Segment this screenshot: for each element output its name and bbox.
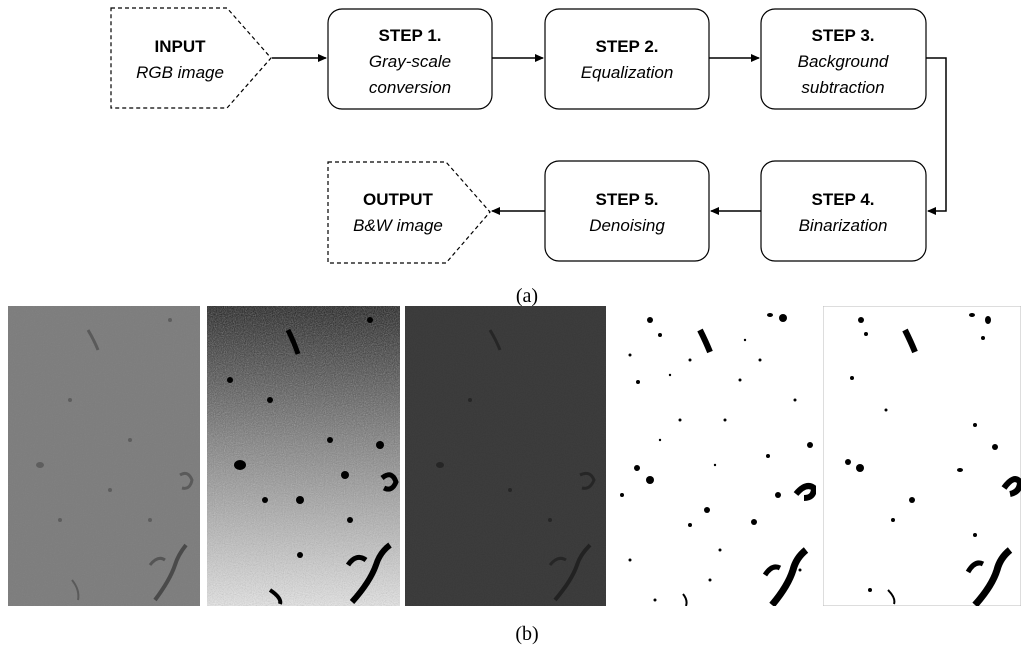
output-subtitle: B&W image — [353, 216, 443, 235]
step1-node: STEP 1. Gray-scale conversion — [327, 8, 493, 110]
image-panels: (b) — [8, 306, 1021, 645]
step3-node: STEP 3. Background subtraction — [760, 8, 927, 110]
step2-title: STEP 2. — [596, 37, 659, 56]
step3-line2: subtraction — [801, 78, 884, 97]
panel-background-subtracted-image — [405, 306, 606, 606]
step5-title: STEP 5. — [596, 190, 659, 209]
output-title: OUTPUT — [363, 190, 434, 209]
caption-b: (b) — [515, 623, 538, 645]
step2-line1: Equalization — [581, 63, 674, 82]
caption-a: (a) — [516, 285, 538, 307]
step1-title: STEP 1. — [379, 26, 442, 45]
flowchart: INPUT RGB image STEP 1. Gray-scale conve… — [110, 7, 947, 307]
output-node: OUTPUT B&W image — [327, 161, 491, 264]
panel-denoised-image — [823, 306, 1021, 606]
step5-line1: Denoising — [589, 216, 665, 235]
arrow-step3-to-step4 — [926, 57, 947, 215]
input-node: INPUT RGB image — [110, 7, 272, 109]
step4-title: STEP 4. — [812, 190, 875, 209]
input-subtitle: RGB image — [136, 63, 224, 82]
step2-node: STEP 2. Equalization — [544, 8, 710, 110]
step3-line1: Background — [798, 52, 889, 71]
panel-binarized-image — [611, 306, 816, 606]
step1-line2: conversion — [369, 78, 451, 97]
panel-equalized-image — [207, 306, 400, 606]
step4-node: STEP 4. Binarization — [760, 160, 927, 262]
step4-line1: Binarization — [799, 216, 888, 235]
input-title: INPUT — [155, 37, 207, 56]
step5-node: STEP 5. Denoising — [544, 160, 710, 262]
step3-title: STEP 3. — [812, 26, 875, 45]
step1-line1: Gray-scale — [369, 52, 451, 71]
panel-gray-scale-image — [8, 306, 200, 606]
